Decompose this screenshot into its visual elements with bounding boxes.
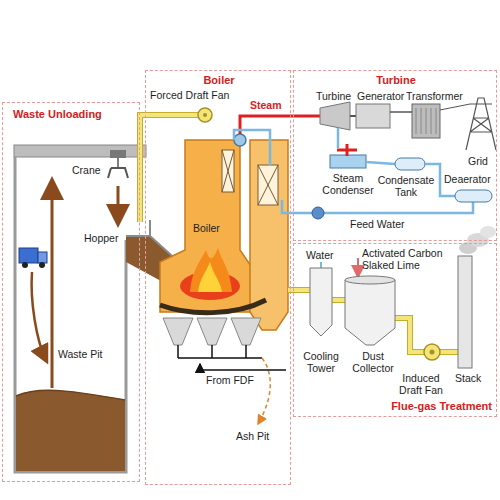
region-heading: Turbine (376, 74, 416, 87)
flue-gas-illustration (288, 226, 496, 368)
part-label: Transformer (406, 90, 463, 102)
region-panel: Boiler (145, 70, 291, 485)
part-label: Feed Water (350, 218, 404, 230)
region-heading: Flue-gas Treatment (391, 400, 492, 413)
boiler-illustration (160, 134, 288, 424)
part-label: Boiler (193, 222, 220, 234)
part-label: Condensate Tank (376, 174, 436, 198)
part-label: Activated Carbon Slaked Lime (362, 247, 454, 271)
part-label: Generator (357, 90, 404, 102)
part-label: Induced Draft Fan (392, 372, 450, 396)
part-label: Steam (250, 99, 282, 111)
part-label: Steam Condenser (320, 172, 376, 196)
part-label: Waste Pit (58, 348, 103, 360)
part-label: From FDF (206, 374, 254, 386)
part-label: Water (306, 249, 334, 261)
part-label: Crane (72, 164, 101, 176)
part-label: Cooling Tower (291, 350, 351, 374)
part-label: Turbine (316, 90, 351, 102)
turbine-illustration (320, 98, 496, 202)
part-label: Forced Draft Fan (150, 89, 229, 101)
part-label: Ash Pit (236, 430, 269, 442)
part-label: Grid (468, 155, 488, 167)
region-heading: Boiler (203, 74, 234, 87)
region-heading: Waste Unloading (13, 108, 102, 121)
part-label: Deaerator (444, 173, 491, 185)
region-panel: Waste Unloading (2, 102, 140, 482)
part-label: Stack (455, 372, 481, 384)
part-label: Dust Collector (345, 350, 401, 374)
part-label: Hopper (84, 232, 118, 244)
